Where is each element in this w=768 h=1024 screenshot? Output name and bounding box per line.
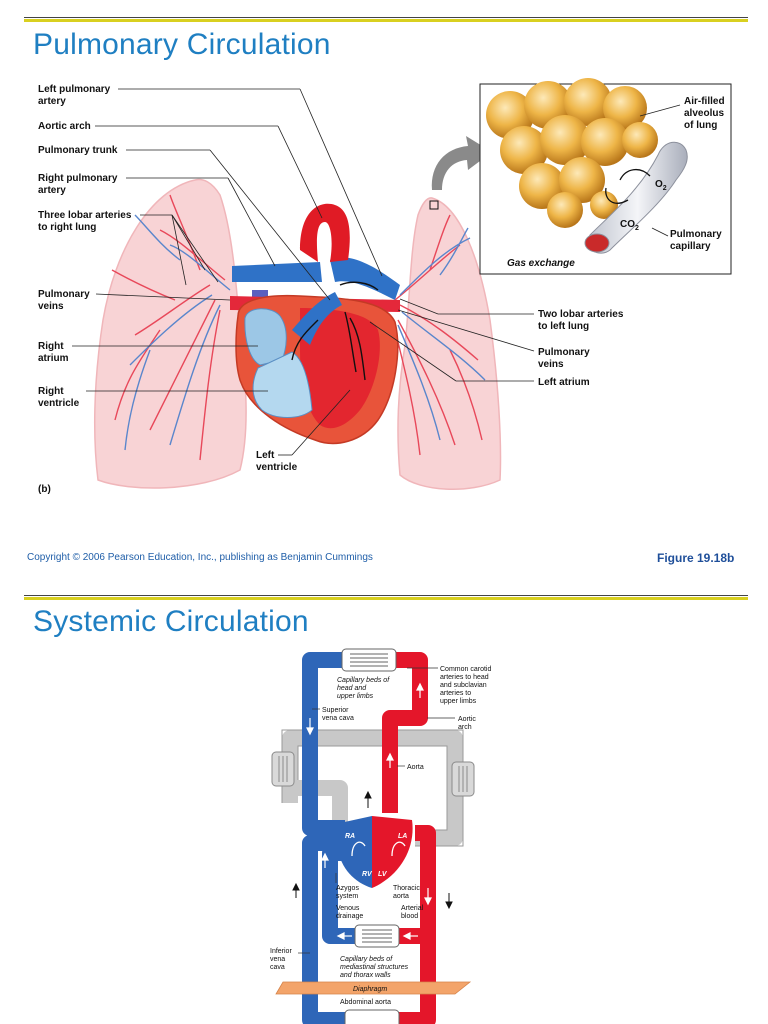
label-right-atrium-2: atrium bbox=[38, 353, 69, 364]
label-cap-med-2: mediastinal structures bbox=[340, 964, 409, 971]
label-carotid-4: arteries to bbox=[440, 690, 471, 697]
label-arterial: Arterial bbox=[401, 905, 424, 912]
right-pulmonary-artery bbox=[232, 262, 322, 282]
label-capillary-2: capillary bbox=[670, 241, 711, 252]
vessel-arrows bbox=[306, 682, 432, 940]
inset-caption: Gas exchange bbox=[507, 258, 575, 269]
systemic-diagram: Capillary beds of head and upper limbs C… bbox=[270, 648, 491, 1024]
label-svc: Superior bbox=[322, 707, 349, 714]
capillary-bed-abdominal bbox=[344, 1009, 400, 1024]
flow-arrows bbox=[292, 790, 453, 910]
label-left-pulmonary-artery-2: artery bbox=[38, 96, 66, 107]
label-carotid-3: and subclavian bbox=[440, 682, 487, 689]
label-left-atrium: Left atrium bbox=[538, 377, 590, 388]
label-thoracic: Thoracic bbox=[393, 885, 420, 892]
label-cap-head-2: head and bbox=[337, 685, 367, 692]
right-lung bbox=[93, 178, 247, 489]
label-venous-2: drainage bbox=[336, 913, 363, 920]
label-capillary: Pulmonary bbox=[670, 229, 722, 240]
left-lung bbox=[397, 197, 502, 491]
pulmonary-capillary-tube bbox=[587, 141, 688, 254]
heart-arrows bbox=[291, 281, 379, 381]
label-ivc-3: cava bbox=[270, 964, 285, 971]
label-svc-2: vena cava bbox=[322, 715, 354, 722]
label-three-lobar-2: to right lung bbox=[38, 222, 96, 233]
label-thoracic-2: aorta bbox=[393, 893, 409, 900]
label-pulmonary-veins-left-2: veins bbox=[38, 301, 64, 312]
slide-title-2: Systemic Circulation bbox=[33, 605, 309, 638]
label-ivc-2: vena bbox=[270, 956, 285, 963]
heart-inner-red bbox=[300, 308, 380, 429]
figure-number: Figure 19.18b bbox=[657, 551, 735, 565]
slide-systemic: Systemic Circulation bbox=[0, 588, 768, 1024]
label-cap-head-3: upper limbs bbox=[337, 693, 374, 700]
label-carotid: Common carotid bbox=[440, 666, 491, 673]
label-two-lobar-2: to left lung bbox=[538, 321, 589, 332]
label-aortic-arch-2: arch bbox=[458, 724, 472, 731]
label-carotid-2: arteries to head bbox=[440, 674, 489, 681]
label-aortic-arch: Aortic arch bbox=[38, 121, 91, 132]
left-pulmonary-artery bbox=[330, 257, 400, 300]
callout-arrow bbox=[431, 136, 492, 190]
label-right-atrium: Right bbox=[38, 341, 64, 352]
label-la: LA bbox=[398, 833, 407, 840]
label-alveolus-2: alveolus bbox=[684, 108, 724, 119]
gas-exchange-inset: Air-filled alveolus of lung O2 CO2 Pulmo… bbox=[479, 78, 732, 275]
label-cap-head: Capillary beds of bbox=[337, 677, 390, 684]
label-right-pulmonary-artery: Right pulmonary bbox=[38, 173, 118, 184]
label-right-ventricle-2: ventricle bbox=[38, 398, 80, 409]
label-left-ventricle-2: ventricle bbox=[256, 462, 298, 473]
right-ventricle-shape bbox=[252, 351, 313, 418]
aorta bbox=[300, 203, 350, 262]
label-two-lobar: Two lobar arteries bbox=[538, 309, 624, 320]
panel-label: (b) bbox=[38, 484, 51, 495]
label-pulmonary-veins-right-2: veins bbox=[538, 359, 564, 370]
slide-title: Pulmonary Circulation bbox=[33, 28, 331, 61]
label-arterial-2: blood bbox=[401, 913, 418, 920]
label-ivc: Inferior bbox=[270, 948, 292, 955]
alveoli-cluster bbox=[486, 78, 658, 228]
label-co2: CO2 bbox=[620, 219, 639, 232]
label-left-pulmonary-artery: Left pulmonary bbox=[38, 84, 111, 95]
label-pulmonary-veins-left: Pulmonary bbox=[38, 289, 90, 300]
title-rule bbox=[24, 17, 748, 22]
slide-pulmonary: Pulmonary Circulation bbox=[24, 17, 748, 565]
pulmonary-diagram: Left pulmonary artery Aortic arch Pulmon… bbox=[38, 78, 732, 495]
label-pulmonary-trunk: Pulmonary trunk bbox=[38, 145, 118, 156]
diaphragm bbox=[275, 981, 472, 995]
label-pulmonary-veins-right: Pulmonary bbox=[538, 347, 590, 358]
label-diaphragm: Diaphragm bbox=[353, 986, 387, 993]
label-venous: Venous bbox=[336, 905, 360, 912]
capillary-bed-head bbox=[341, 648, 397, 672]
label-rv: RV bbox=[362, 871, 373, 878]
label-azygos-2: system bbox=[336, 893, 358, 900]
label-three-lobar: Three lobar arteries bbox=[38, 210, 132, 221]
label-cap-med: Capillary beds of bbox=[340, 956, 393, 963]
label-azygos: Azygos bbox=[336, 885, 359, 892]
heart-right-side bbox=[338, 816, 372, 888]
label-aortic-arch: Aortic bbox=[458, 716, 476, 723]
copyright-text: Copyright © 2006 Pearson Education, Inc.… bbox=[27, 552, 373, 563]
label-lv: LV bbox=[378, 871, 388, 878]
label-alveolus: Air-filled bbox=[684, 96, 725, 107]
callout-marker bbox=[429, 200, 439, 210]
label-right-ventricle: Right bbox=[38, 386, 64, 397]
label-abdominal-aorta: Abdominal aorta bbox=[340, 999, 391, 1006]
right-atrium-shape bbox=[244, 308, 287, 366]
title-rule-2 bbox=[24, 595, 748, 600]
leader-lines bbox=[72, 88, 535, 456]
label-ra: RA bbox=[345, 833, 355, 840]
label-alveolus-3: of lung bbox=[684, 120, 717, 131]
label-carotid-5: upper limbs bbox=[440, 698, 477, 705]
pulmonary-trunk bbox=[292, 292, 342, 345]
label-aorta: Aorta bbox=[407, 764, 424, 771]
label-cap-med-3: and thorax walls bbox=[340, 972, 391, 979]
lung-vessels bbox=[111, 194, 486, 461]
label-right-pulmonary-artery-2: artery bbox=[38, 185, 66, 196]
label-left-ventricle: Left bbox=[256, 450, 275, 461]
label-o2: O2 bbox=[655, 179, 667, 192]
capillary-bed-mediastinal bbox=[354, 924, 400, 948]
